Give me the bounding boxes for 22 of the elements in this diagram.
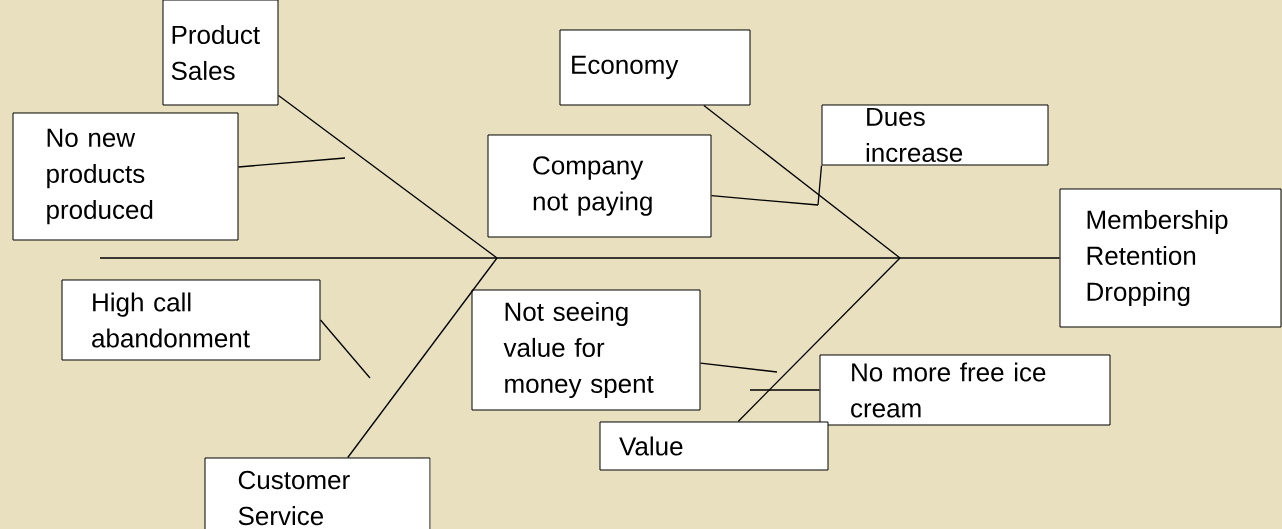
bone-line: [703, 104, 901, 259]
cause-box: Economy: [559, 29, 751, 106]
cause-box: Membership Retention Dropping: [1059, 188, 1282, 328]
bone-line: [237, 157, 346, 168]
cause-box: Value: [599, 421, 829, 471]
cause-box: Product Sales: [162, 0, 279, 106]
bone-line: [347, 257, 498, 459]
cause-box: No more free ice cream: [819, 354, 1111, 426]
bone-line: [817, 164, 823, 206]
cause-box: No new products produced: [12, 112, 239, 241]
bone-line: [749, 389, 821, 391]
bone-line: [710, 195, 819, 206]
bone-line: [699, 362, 778, 373]
cause-box: High call abandonment: [61, 279, 321, 361]
bone-line: [277, 94, 498, 259]
cause-box: Dues increase: [821, 104, 1049, 166]
spine-line: [99, 257, 1061, 259]
bone-line: [319, 319, 371, 379]
cause-box: Customer Service: [204, 457, 431, 529]
cause-box: Not seeing value for money spent: [471, 289, 701, 411]
bone-line: [737, 257, 901, 423]
cause-box: Company not paying: [487, 134, 712, 238]
